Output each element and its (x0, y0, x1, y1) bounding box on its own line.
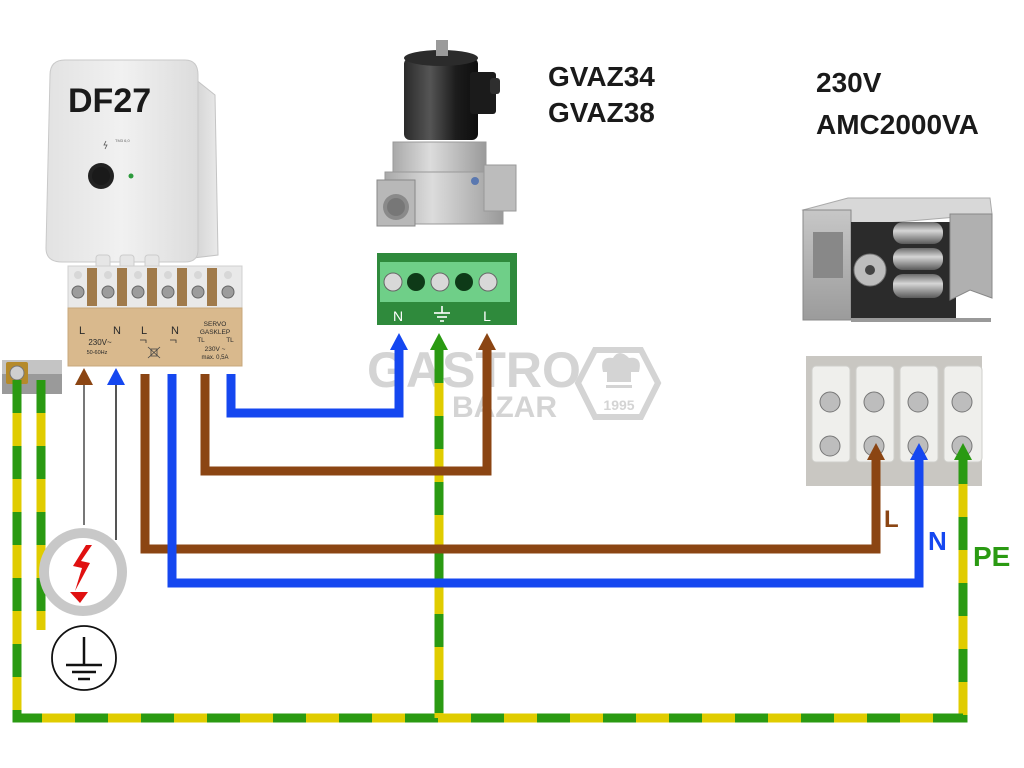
valve-neutral-arrow (390, 333, 408, 350)
gas-valve (376, 40, 517, 227)
supply-n-arrow (107, 368, 125, 385)
earth-terminal-bar (2, 360, 62, 394)
fan-terminal-block (806, 356, 983, 486)
terminal-screw (161, 285, 175, 299)
df27-controller: DF27 TM3 6,0 (45, 59, 219, 270)
pe-fan-arrow (954, 443, 972, 460)
chef-hat-logo-icon: 1995 (574, 347, 662, 420)
fan-model-label: AMC2000VA (816, 109, 979, 140)
protective-earth-icon (51, 625, 117, 691)
valve-live-wire (200, 350, 492, 476)
watermark: GASTRO BAZAR 1995 (367, 342, 662, 424)
terminal-hole (74, 271, 82, 279)
fan-live-wire (140, 374, 881, 554)
fan-neutral-wire (167, 374, 924, 588)
controller-plate-text: TM3 6,0 (115, 138, 130, 143)
fan-terminal-screw (907, 391, 929, 413)
watermark-bazar: BAZAR (452, 391, 557, 424)
terminal-slot (117, 268, 127, 306)
terminal-hole (224, 271, 232, 279)
fan-label-l: L (884, 506, 899, 533)
fan-voltage-label: 230V (816, 67, 882, 98)
terminal-slot (207, 268, 217, 306)
watermark-year: 1995 (603, 397, 634, 413)
terminal-hole (134, 271, 142, 279)
pe-main-wire-stripe (12, 380, 968, 723)
terminal-label-n2: N (171, 325, 179, 337)
supply-frequency: 50-60Hz (87, 350, 108, 356)
fan-live-arrow (867, 443, 885, 460)
valve-earth-symbol-icon (434, 306, 450, 322)
pe-valve-arrow (430, 333, 448, 350)
fan-terminal-screw (819, 391, 841, 413)
terminal-slot (147, 268, 157, 306)
terminal-screw (71, 285, 85, 299)
valve-label-l: L (483, 308, 491, 324)
valve-label-n: N (393, 308, 403, 324)
weee-bin-icon (147, 346, 161, 359)
servo-max-current: max. 0,5A (201, 355, 228, 361)
terminal-hole (194, 271, 202, 279)
terminal-hole (164, 271, 172, 279)
servo-label: SERVO (204, 321, 227, 328)
lightning-small-icon (103, 140, 108, 150)
high-voltage-icon (39, 528, 127, 616)
valve-neutral-wire (226, 350, 404, 418)
valve-model-1: GVAZ34 (548, 61, 655, 92)
valve-model-2: GVAZ38 (548, 97, 655, 128)
terminal-slot (177, 268, 187, 306)
terminal-label-n1: N (113, 325, 121, 337)
fan-terminal-screw (951, 391, 973, 413)
fan-neutral-arrow (910, 443, 928, 460)
switch-symbol-icon (140, 339, 177, 343)
gasklep-label: GASKLEP (200, 329, 230, 336)
tl-label-2: TL (226, 337, 234, 344)
terminal-screw (101, 285, 115, 299)
status-led (128, 173, 134, 179)
fan-filter-unit (801, 197, 993, 322)
supply-rating: 230V~ (88, 338, 112, 347)
servo-rating: 230V ~ (205, 346, 226, 353)
controller-model-label: DF27 (68, 82, 151, 120)
valve-terminal-block: N L (377, 253, 517, 325)
fan-terminal-body (811, 365, 851, 463)
wires (12, 333, 972, 723)
terminal-slot (87, 268, 97, 306)
terminal-label-l2: L (141, 325, 147, 337)
fan-terminal-screw (819, 435, 841, 457)
terminal-screw (191, 285, 205, 299)
supply-l-arrow (75, 368, 93, 385)
controller-terminal-block: L N L N SERVO GASKLEP TL TL 230V~ 50-60H… (67, 265, 243, 367)
fan-label-n: N (928, 526, 947, 556)
valve-live-arrow (478, 333, 496, 350)
terminal-label-l1: L (79, 325, 85, 337)
terminal-hole (104, 271, 112, 279)
tl-label-1: TL (197, 337, 205, 344)
terminal-screw (131, 285, 145, 299)
fan-terminal-screw (863, 391, 885, 413)
terminal-screw (221, 285, 235, 299)
fan-label-pe: PE (973, 541, 1010, 572)
